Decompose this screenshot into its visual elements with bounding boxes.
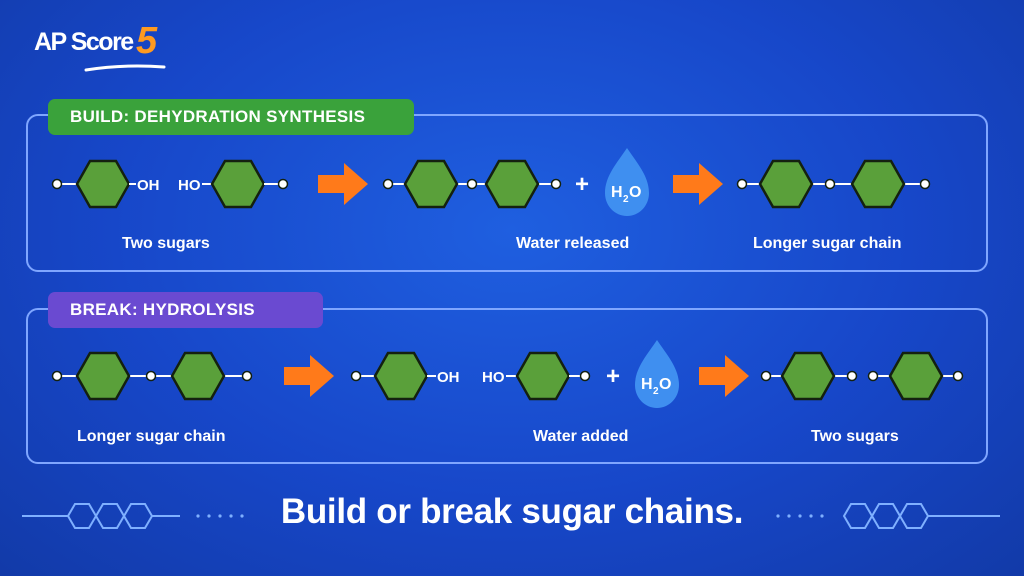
break-label-middle: Water added <box>533 428 629 445</box>
sugar-chain <box>736 159 931 209</box>
build-label-middle: Water released <box>516 235 630 252</box>
arrow-right-icon <box>318 163 368 205</box>
water-o: O <box>629 184 641 201</box>
oh-group: OH <box>437 369 460 386</box>
build-panel <box>26 114 988 272</box>
logo: AP Score 5 <box>34 20 174 74</box>
sugar-chain <box>51 351 253 401</box>
sugar-hexagon <box>760 351 858 401</box>
break-panel <box>26 308 988 464</box>
ho-group: HO <box>178 177 201 194</box>
water-o: O <box>659 376 671 393</box>
logo-text: AP Score <box>34 28 134 56</box>
plus-sign: + <box>575 171 589 198</box>
logo-number: 5 <box>136 20 158 62</box>
dotted-line-left <box>196 514 244 518</box>
sugar-chain <box>382 159 562 209</box>
ho-group: HO <box>482 369 505 386</box>
logo-swoosh-icon <box>84 64 166 72</box>
build-label-end: Longer sugar chain <box>753 235 902 252</box>
oh-group: OH <box>137 177 160 194</box>
sugar-hexagon <box>202 159 289 209</box>
arrow-right-icon <box>284 355 334 397</box>
arrow-right-icon <box>699 355 749 397</box>
hexagon-chain-right-icon <box>842 503 1000 529</box>
build-label-start: Two sugars <box>122 235 210 252</box>
water-drop-icon: H 2 O <box>635 340 679 408</box>
sugar-hexagon <box>51 159 136 209</box>
break-label-end: Two sugars <box>811 428 899 445</box>
footer-title: Build or break sugar chains. <box>280 492 744 531</box>
break-label-start: Longer sugar chain <box>77 428 226 445</box>
build-tag: BUILD: DEHYDRATION SYNTHESIS <box>48 99 414 135</box>
sugar-hexagon <box>867 351 964 401</box>
sugar-hexagon <box>506 351 591 401</box>
arrow-right-icon <box>673 163 723 205</box>
sugar-hexagon <box>350 351 436 401</box>
water-drop-icon: H 2 O <box>605 148 649 216</box>
water-h: H <box>611 184 623 201</box>
plus-sign: + <box>606 363 620 390</box>
dotted-line-right <box>776 514 824 518</box>
water-h: H <box>641 376 653 393</box>
water-sub: 2 <box>653 386 659 397</box>
water-sub: 2 <box>623 194 629 205</box>
hexagon-chain-left-icon <box>22 503 180 529</box>
break-tag: BREAK: HYDROLYSIS <box>48 292 323 328</box>
